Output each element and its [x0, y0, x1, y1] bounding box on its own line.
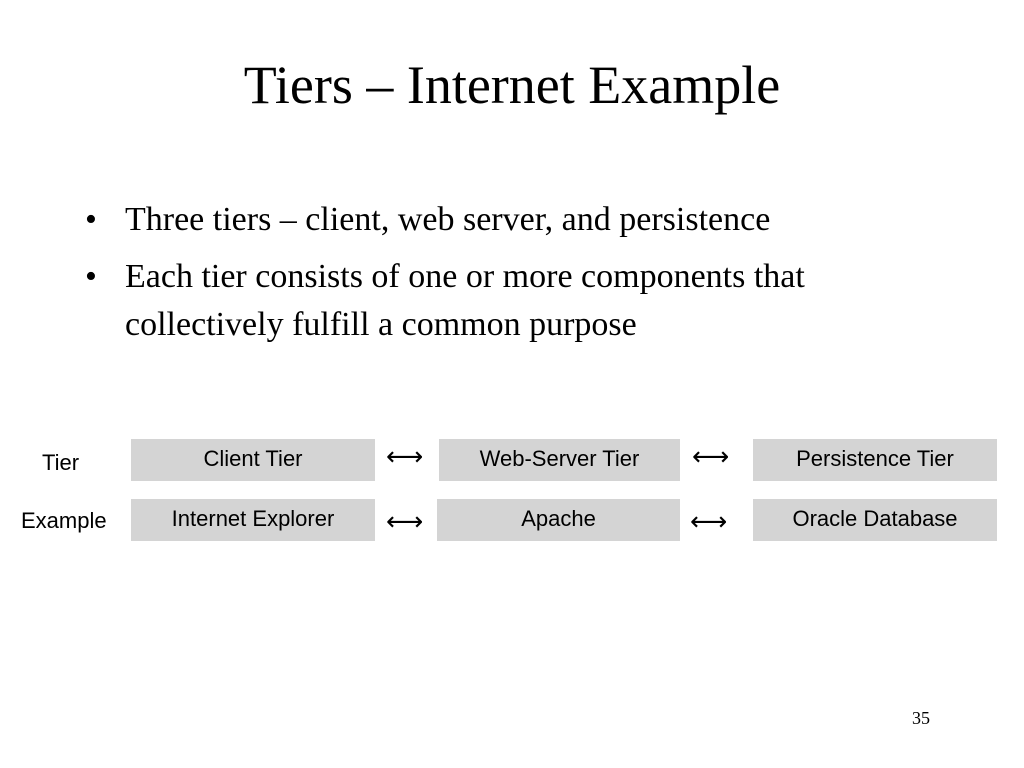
row-label-example: Example	[21, 508, 107, 533]
bidirectional-arrow-icon: ⟷	[690, 507, 728, 537]
bidirectional-arrow-icon: ⟷	[386, 507, 424, 537]
page-number: 35	[912, 708, 930, 728]
bullet-item: • Each tier consists of one or more comp…	[85, 253, 945, 349]
bullet-text: Each tier consists of one or more compon…	[125, 258, 805, 343]
bullet-item: • Three tiers – client, web server, and …	[85, 196, 945, 244]
bullet-list: • Three tiers – client, web server, and …	[85, 196, 945, 358]
bullet-marker: •	[85, 201, 97, 238]
internet-explorer-box: Internet Explorer	[131, 499, 375, 541]
persistence-tier-box: Persistence Tier	[753, 439, 997, 481]
bullet-text: Three tiers – client, web server, and pe…	[125, 201, 771, 238]
bullet-marker: •	[85, 258, 97, 295]
bidirectional-arrow-icon: ⟷	[692, 442, 730, 472]
row-label-tier: Tier	[42, 450, 80, 475]
web-server-tier-box: Web-Server Tier	[439, 439, 680, 481]
slide-title: Tiers – Internet Example	[243, 55, 781, 115]
client-tier-box: Client Tier	[131, 439, 375, 481]
oracle-database-box: Oracle Database	[753, 499, 997, 541]
bidirectional-arrow-icon: ⟷	[386, 442, 424, 472]
apache-box: Apache	[437, 499, 680, 541]
